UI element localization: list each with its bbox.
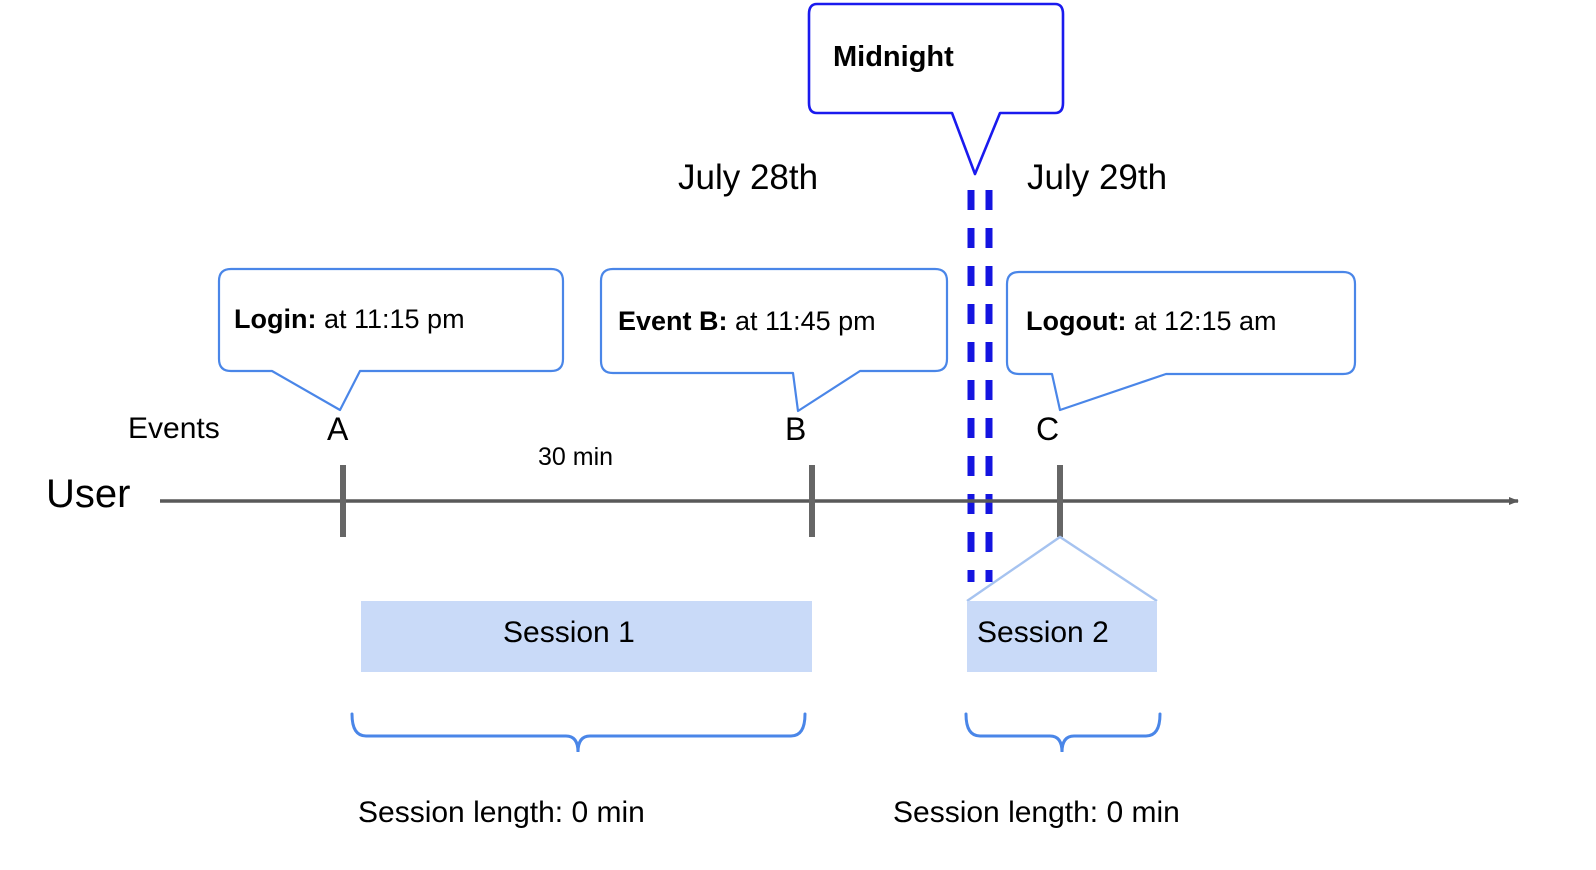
event-letter-c: C [1036,411,1060,447]
logout-callout-shape [1005,270,1357,412]
session-1-brace [350,712,807,753]
date-label-left: July 28th [678,158,819,197]
event-letter-b: B [785,411,807,447]
event-letter-a: A [327,411,349,447]
event-b-callout-rest: at 11:45 pm [727,306,876,336]
session-2-bar [967,601,1157,672]
midnight-label: Midnight [833,41,954,73]
session-2-length-label: Session length: 0 min [893,796,1180,829]
session-2-brace [964,712,1162,753]
logout-callout-bold: Logout: [1026,306,1127,336]
logout-callout-rest: at 12:15 am [1126,306,1277,336]
session-1-label: Session 1 [503,616,635,649]
user-row-label: User [46,472,131,516]
event-b-callout-shape [599,267,949,413]
session-2-label: Session 2 [977,616,1109,649]
timeline-axis [160,465,1519,537]
events-row-label: Events [128,412,220,445]
event-b-callout-text: Event B: at 11:45 pm [618,308,876,335]
logout-callout-text: Logout: at 12:15 am [1026,308,1277,335]
login-callout-shape [217,267,565,412]
session-2-leader-lines [966,535,1158,603]
login-callout-bold: Login: [234,304,317,334]
midnight-divider-lines [967,190,993,582]
midnight-callout-shape [807,2,1065,176]
login-callout-text: Login: at 11:15 pm [234,306,465,333]
session-1-bar [361,601,812,672]
event-b-callout-bold: Event B: [618,306,728,336]
date-label-right: July 29th [1027,158,1168,197]
login-callout-rest: at 11:15 pm [316,304,465,334]
duration-label: 30 min [538,443,614,471]
session-1-length-label: Session length: 0 min [358,796,645,829]
